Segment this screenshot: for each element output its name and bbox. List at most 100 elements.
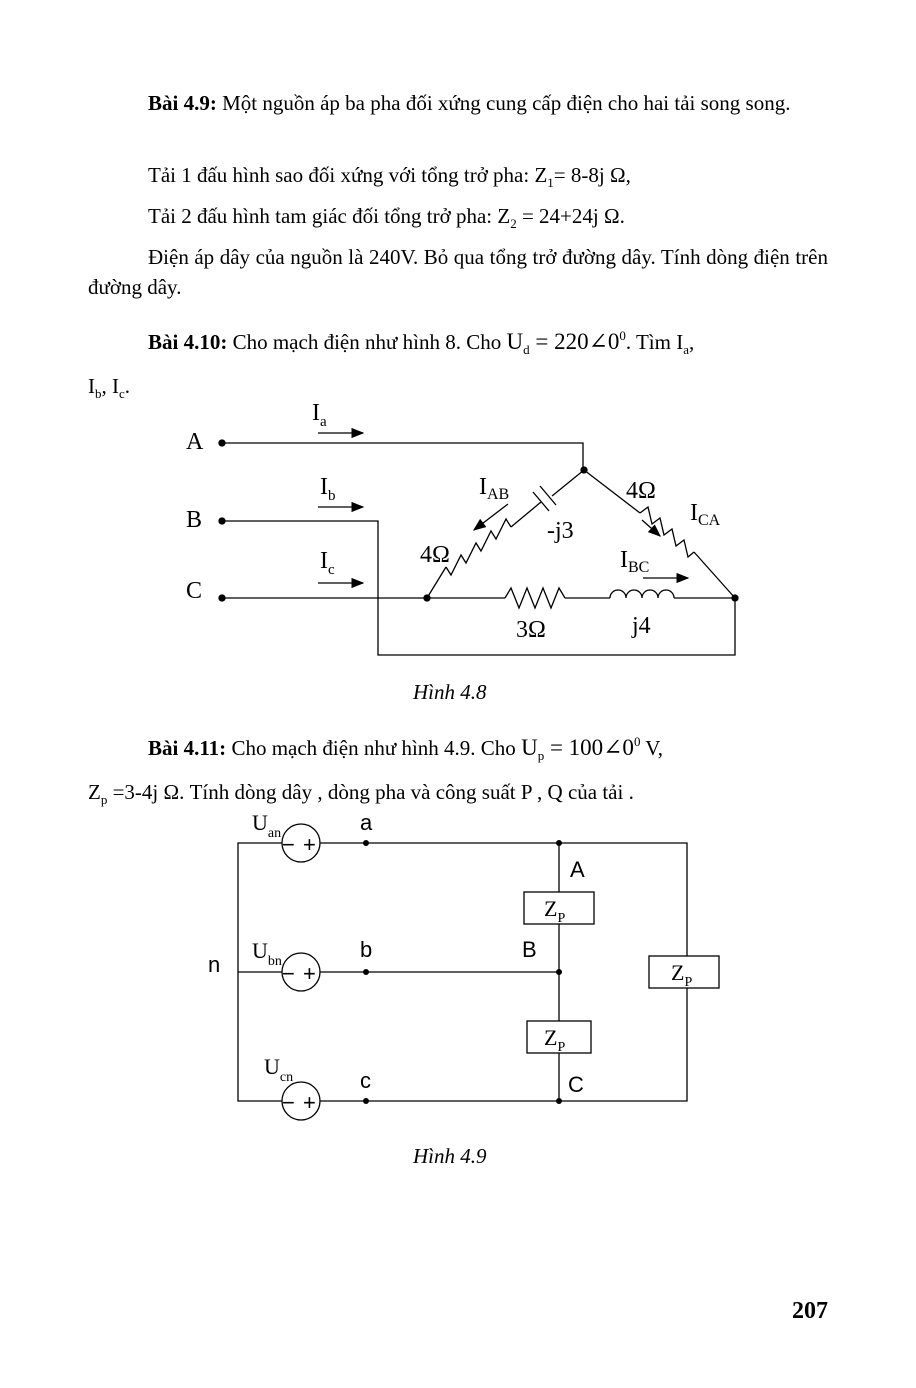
problem-4-9-intro: Bài 4.9: Một nguồn áp ba pha đối xứng cu… bbox=[88, 88, 828, 118]
label-zp-ca: ZP bbox=[671, 960, 692, 990]
up-subscript: p bbox=[537, 748, 545, 763]
uan-sub: an bbox=[268, 826, 281, 841]
label-A: A bbox=[570, 857, 585, 882]
sep1: , bbox=[689, 330, 695, 354]
problem-4-9-text: Một nguồn áp ba pha đối xứng cung cấp đi… bbox=[216, 91, 791, 115]
problem-4-10-intro: Cho mạch điện như hình 8. Cho bbox=[227, 330, 507, 354]
node-B-dot bbox=[556, 969, 562, 975]
up-superscript: 0 bbox=[633, 734, 641, 749]
ib-i: I bbox=[88, 374, 95, 398]
node-c-dot bbox=[363, 1098, 369, 1104]
label-r-ab: 4Ω bbox=[420, 542, 450, 568]
ib-sub: b bbox=[328, 488, 336, 504]
node-A-dot bbox=[556, 840, 562, 846]
figure-4-9-labels: − + − + − + Uan Ubn Ucn a b c n A B C ZP… bbox=[208, 810, 692, 1115]
end-dot: . bbox=[124, 374, 131, 398]
ud-superscript: 0 bbox=[619, 328, 626, 343]
ucn-sub: cn bbox=[280, 1070, 293, 1085]
problem-4-11-label: Bài 4.11: bbox=[148, 736, 227, 760]
impedance-zp-bc bbox=[526, 1020, 592, 1054]
arrow-iab bbox=[472, 503, 509, 531]
ibc-sub: BC bbox=[628, 559, 649, 576]
source-cn-plus: + bbox=[303, 1090, 316, 1115]
load1-text: Tải 1 đấu hình sao đối xứng với tổng trở… bbox=[148, 163, 548, 187]
label-ibc: IBC bbox=[620, 547, 649, 576]
arrow-ica bbox=[641, 519, 661, 537]
label-r-bc: 3Ω bbox=[516, 617, 546, 643]
ica-sub: CA bbox=[698, 512, 721, 529]
impedance-zp-ca bbox=[648, 955, 720, 989]
ib-subscript: b bbox=[95, 386, 102, 401]
zp-ca-z: Z bbox=[671, 960, 684, 985]
wire-ca-2 bbox=[693, 551, 736, 599]
label-n: n bbox=[208, 952, 220, 977]
problem-4-9-label: Bài 4.9: bbox=[148, 91, 217, 115]
ud-u: U bbox=[506, 329, 524, 354]
ia-i: I bbox=[312, 400, 320, 426]
source-bn-minus: − bbox=[282, 961, 295, 986]
iab-sub: AB bbox=[487, 486, 509, 503]
zp-ab-sub: P bbox=[557, 911, 565, 926]
source-an-minus: − bbox=[282, 832, 295, 857]
ud-value: = 220∠0 bbox=[529, 329, 620, 354]
ic-i: I bbox=[320, 548, 328, 574]
node-C-dot bbox=[556, 1098, 562, 1104]
label-B: B bbox=[522, 937, 537, 962]
label-ucn: Ucn bbox=[264, 1054, 293, 1085]
iab-i: I bbox=[479, 474, 487, 500]
ubn-sub: bn bbox=[268, 954, 282, 969]
ib-i: I bbox=[320, 474, 328, 500]
zp-subscript: p bbox=[100, 792, 108, 807]
label-node-c: C bbox=[186, 578, 202, 604]
wire-ab-1 bbox=[551, 469, 585, 497]
up-value: = 100∠0 bbox=[544, 735, 634, 760]
label-node-b: B bbox=[186, 507, 202, 533]
up-unit: V, bbox=[640, 736, 664, 760]
ucn-u: U bbox=[264, 1054, 280, 1079]
wire-ab-3 bbox=[426, 566, 447, 599]
node-b-dot bbox=[363, 969, 369, 975]
problem-4-11-intro: Cho mạch điện như hình 4.9. Cho bbox=[226, 736, 522, 760]
label-node-a: A bbox=[186, 429, 204, 455]
figure-4-8-labels: A B C Ia Ib Ic IAB ICA IBC 4Ω -j3 4Ω 3Ω … bbox=[186, 400, 721, 643]
zp-text: =3-4j Ω. Tính dòng dây , dòng pha và côn… bbox=[107, 780, 634, 804]
capacitor-plate-1 bbox=[539, 485, 557, 506]
label-b: b bbox=[360, 937, 372, 962]
sep2: , I bbox=[101, 374, 120, 398]
wire-ca-1 bbox=[583, 469, 641, 514]
figure-4-9-dots bbox=[363, 840, 562, 1104]
label-ica: ICA bbox=[690, 500, 721, 529]
resistor-bc bbox=[504, 586, 566, 610]
voltage-text: Điện áp dây của nguồn là 240V. Bỏ qua tổ… bbox=[88, 245, 828, 299]
load2-subscript: 2 bbox=[510, 216, 517, 231]
uan-u: U bbox=[252, 810, 268, 835]
label-ubn: Ubn bbox=[252, 938, 282, 969]
label-zp-ab: ZP bbox=[544, 896, 565, 926]
problem-4-10-text: Bài 4.10: Cho mạch điện như hình 8. Cho … bbox=[88, 318, 828, 412]
source-an-plus: + bbox=[303, 832, 316, 857]
resistor-ca bbox=[639, 505, 695, 559]
caption-figure-4-8: Hình 4.8 bbox=[413, 680, 487, 704]
label-ic: Ic bbox=[320, 548, 335, 578]
find-text: . Tìm I bbox=[625, 330, 684, 354]
ud-symbol: Ud = 220∠00 bbox=[506, 328, 626, 357]
load2-text: Tải 2 đấu hình tam giác đối tổng trở pha… bbox=[148, 204, 511, 228]
problem-4-11-text: Bài 4.11: Cho mạch điện như hình 4.9. Ch… bbox=[88, 724, 828, 818]
label-r-ca: 4Ω bbox=[626, 478, 656, 504]
ica-i: I bbox=[690, 500, 698, 526]
source-cn-minus: − bbox=[282, 1090, 295, 1115]
wire-b bbox=[222, 520, 736, 656]
label-iab: IAB bbox=[479, 474, 509, 503]
problem-4-9-load1: Tải 1 đấu hình sao đối xứng với tổng trở… bbox=[88, 160, 828, 198]
resistor-ab bbox=[445, 517, 512, 577]
label-a: a bbox=[360, 810, 373, 835]
zp-ab-z: Z bbox=[544, 896, 557, 921]
ia-subscript: a bbox=[683, 342, 689, 357]
label-ia: Ia bbox=[312, 400, 327, 430]
ibc-i: I bbox=[620, 547, 628, 573]
label-x-ab: -j3 bbox=[547, 518, 574, 544]
ia-sub: a bbox=[320, 414, 327, 430]
label-C: C bbox=[568, 1072, 584, 1097]
wire-ab-2 bbox=[510, 501, 542, 528]
